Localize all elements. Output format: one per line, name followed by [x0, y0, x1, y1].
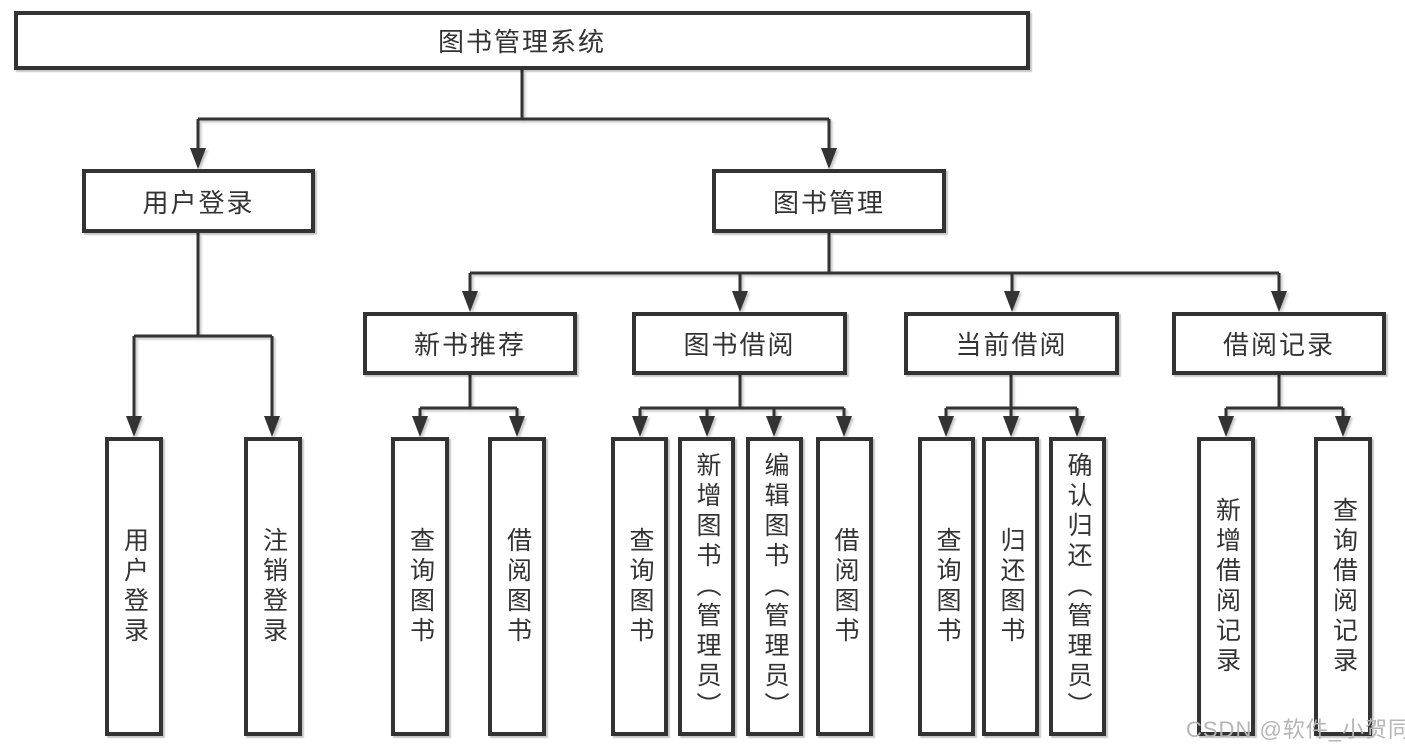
node-borrowing-records: 借阅记录 [1172, 312, 1386, 375]
arrow-down-icon [1271, 291, 1287, 312]
arrow-down-icon [732, 291, 748, 312]
leaf-return-books: 归还图书 [982, 437, 1039, 736]
connector-current-to-leaves [944, 375, 1079, 420]
arrow-down-icon [836, 416, 852, 437]
node-user-login: 用户登录 [82, 169, 315, 233]
arrowheads [126, 148, 1351, 437]
leaf-borrow-query-books: 查询图书 [611, 437, 668, 736]
arrow-down-icon [509, 416, 525, 437]
watermark-csdn: CSDN @软件_小贺同学 [1186, 717, 1405, 742]
arrow-down-icon [264, 416, 280, 437]
node-label: 用户登录 [120, 526, 149, 647]
connector-root-to-level2 [196, 70, 831, 152]
connector-userlogin-to-leaves [132, 233, 274, 420]
node-book-management: 图书管理 [712, 169, 946, 233]
connector-records-to-leaves [1224, 375, 1345, 420]
leaf-add-books-admin: 新增图书（管理员） [678, 437, 735, 736]
node-label: 确认归还（管理员） [1064, 451, 1092, 722]
arrow-down-icon [1218, 416, 1234, 437]
node-label: 图书借阅 [683, 330, 796, 360]
node-label: 查询图书 [933, 526, 961, 647]
connector-recommend-to-leaves [418, 375, 519, 420]
node-label: 图书管理系统 [437, 27, 606, 57]
arrow-down-icon [1004, 291, 1020, 312]
connector-borrow-to-leaves [638, 375, 846, 420]
node-label: 当前借阅 [955, 330, 1068, 360]
leaf-current-query-books: 查询图书 [918, 437, 975, 736]
node-label: 新增借阅记录 [1212, 496, 1241, 677]
node-label: 借阅图书 [831, 526, 859, 647]
node-label: 新书推荐 [413, 330, 526, 360]
leaf-user-login: 用户登录 [105, 437, 163, 736]
node-label: 归还图书 [997, 526, 1025, 647]
arrow-down-icon [462, 291, 478, 312]
node-label: 借阅记录 [1222, 330, 1335, 360]
node-label: 查询借阅记录 [1329, 496, 1358, 677]
node-label: 查询图书 [626, 526, 654, 647]
leaf-borrow-borrow-books: 借阅图书 [816, 437, 873, 736]
arrow-down-icon [821, 148, 837, 169]
arrow-down-icon [766, 416, 782, 437]
leaf-edit-books-admin: 编辑图书（管理员） [746, 437, 803, 736]
arrow-down-icon [938, 416, 954, 437]
node-label: 用户登录 [142, 187, 255, 218]
node-label: 注销登录 [259, 526, 288, 647]
leaf-recommend-borrow-books: 借阅图书 [488, 437, 546, 736]
node-current-borrowing: 当前借阅 [904, 312, 1119, 375]
leaf-confirm-return-admin: 确认归还（管理员） [1049, 437, 1106, 736]
node-label: 新增图书（管理员） [693, 451, 721, 722]
node-book-borrowing: 图书借阅 [632, 312, 847, 375]
connector-bookmgmt-to-level3 [468, 233, 1281, 295]
leaf-query-borrow-record: 查询借阅记录 [1314, 437, 1372, 736]
arrow-down-icon [632, 416, 648, 437]
leaf-logout-login: 注销登录 [244, 437, 302, 736]
arrow-down-icon [1003, 416, 1019, 437]
leaf-add-borrow-record: 新增借阅记录 [1197, 437, 1255, 736]
node-library-management-system: 图书管理系统 [14, 11, 1030, 70]
arrow-down-icon [126, 416, 142, 437]
arrow-down-icon [1335, 416, 1351, 437]
node-label: 查询图书 [406, 526, 435, 647]
arrow-down-icon [190, 148, 206, 169]
node-new-book-recommendation: 新书推荐 [363, 312, 577, 375]
leaf-recommend-query-books: 查询图书 [391, 437, 449, 736]
node-label: 借阅图书 [503, 526, 532, 647]
arrow-down-icon [1069, 416, 1085, 437]
node-label: 编辑图书（管理员） [761, 451, 789, 722]
arrow-down-icon [699, 416, 715, 437]
arrow-down-icon [412, 416, 428, 437]
node-label: 图书管理 [772, 187, 885, 218]
